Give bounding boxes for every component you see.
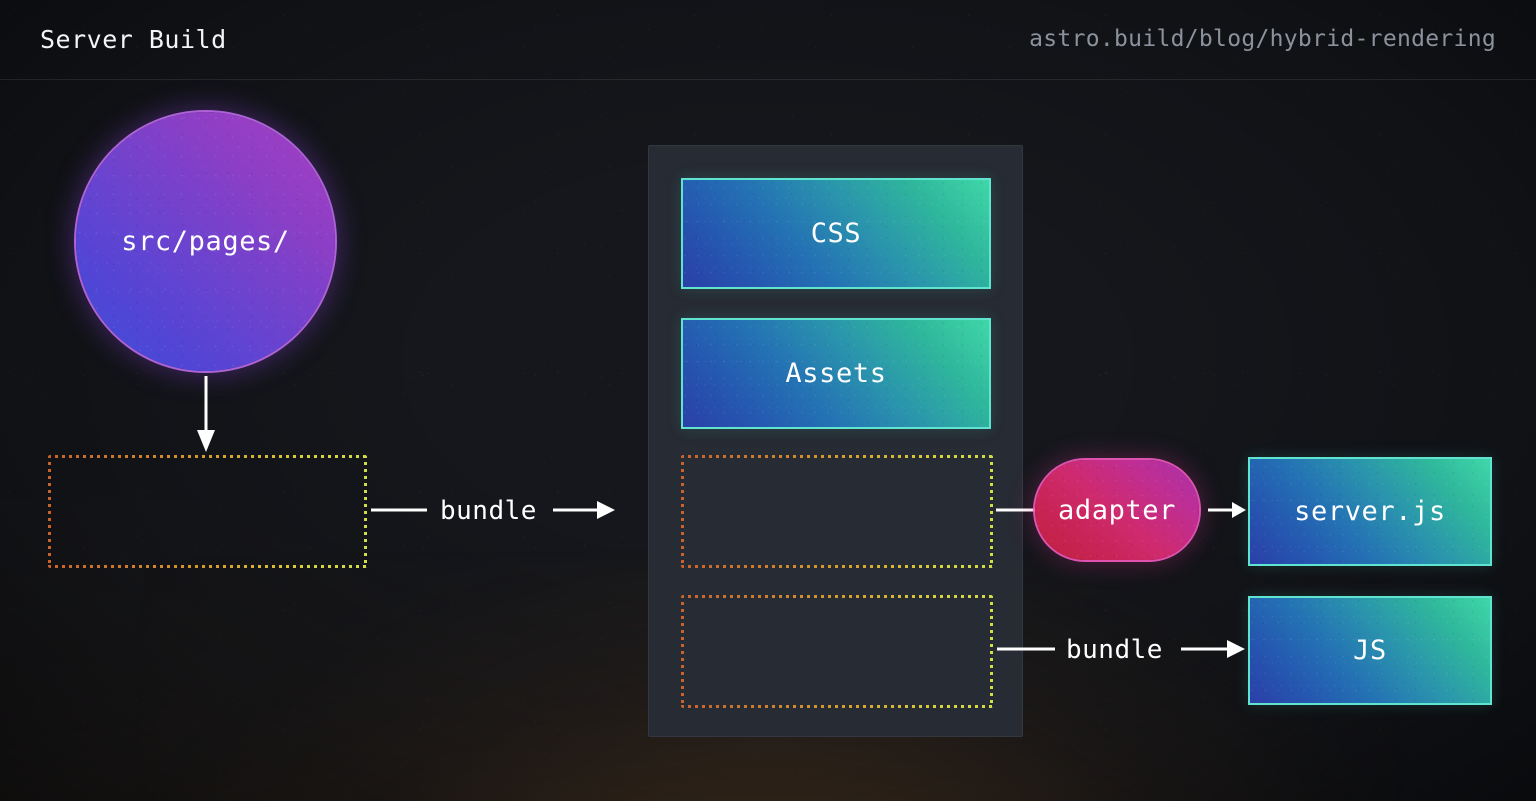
node-adapter[interactable]: adapter [1035, 460, 1199, 560]
node-client-manifest[interactable]: client manifest [681, 595, 993, 708]
source-url-label: astro.build/blog/hybrid-rendering [1029, 26, 1496, 52]
node-src-pages-label: src/pages/ [121, 226, 290, 257]
edge-client-to-js-arrow-right-icon [997, 640, 1245, 658]
output-js-noise-texture [1250, 598, 1490, 703]
assets-box-noise-texture [683, 320, 989, 427]
node-route-manifest[interactable]: route manifest [48, 455, 367, 568]
output-server-js-noise-texture [1250, 459, 1490, 564]
line-connector-icon [996, 508, 1036, 512]
css-box-noise-texture [683, 180, 989, 287]
node-panel-server-js-label: server.js [764, 496, 910, 527]
node-panel-server-js[interactable]: server.js [681, 455, 993, 568]
edge-client-to-js-label: bundle [1066, 635, 1163, 665]
node-output-js[interactable]: JS [1248, 596, 1492, 705]
arrow-right-small-icon [1208, 502, 1246, 518]
adapter-noise-texture [1035, 460, 1199, 560]
node-route-manifest-label: route manifest [94, 496, 321, 527]
edge-manifest-to-panel-arrow-right-icon [371, 501, 615, 519]
page-title: Server Build [40, 25, 227, 54]
node-src-pages[interactable]: src/pages/ [76, 112, 335, 371]
header-divider [0, 79, 1536, 80]
node-output-server-js[interactable]: server.js [1248, 457, 1492, 566]
circle-noise-texture [76, 112, 335, 371]
header-bar: Server Build astro.build/blog/hybrid-ren… [0, 0, 1536, 79]
node-output-server-js-label: server.js [1294, 496, 1446, 527]
node-assets[interactable]: Assets [681, 318, 991, 429]
node-adapter-label: adapter [1058, 494, 1176, 526]
node-output-js-label: JS [1353, 635, 1387, 666]
node-assets-label: Assets [785, 358, 887, 389]
arrow-down-icon [197, 376, 215, 452]
node-css-label: CSS [810, 218, 862, 249]
edge-manifest-to-panel-label: bundle [440, 496, 537, 526]
node-css[interactable]: CSS [681, 178, 991, 289]
node-client-manifest-label: client manifest [715, 636, 959, 667]
